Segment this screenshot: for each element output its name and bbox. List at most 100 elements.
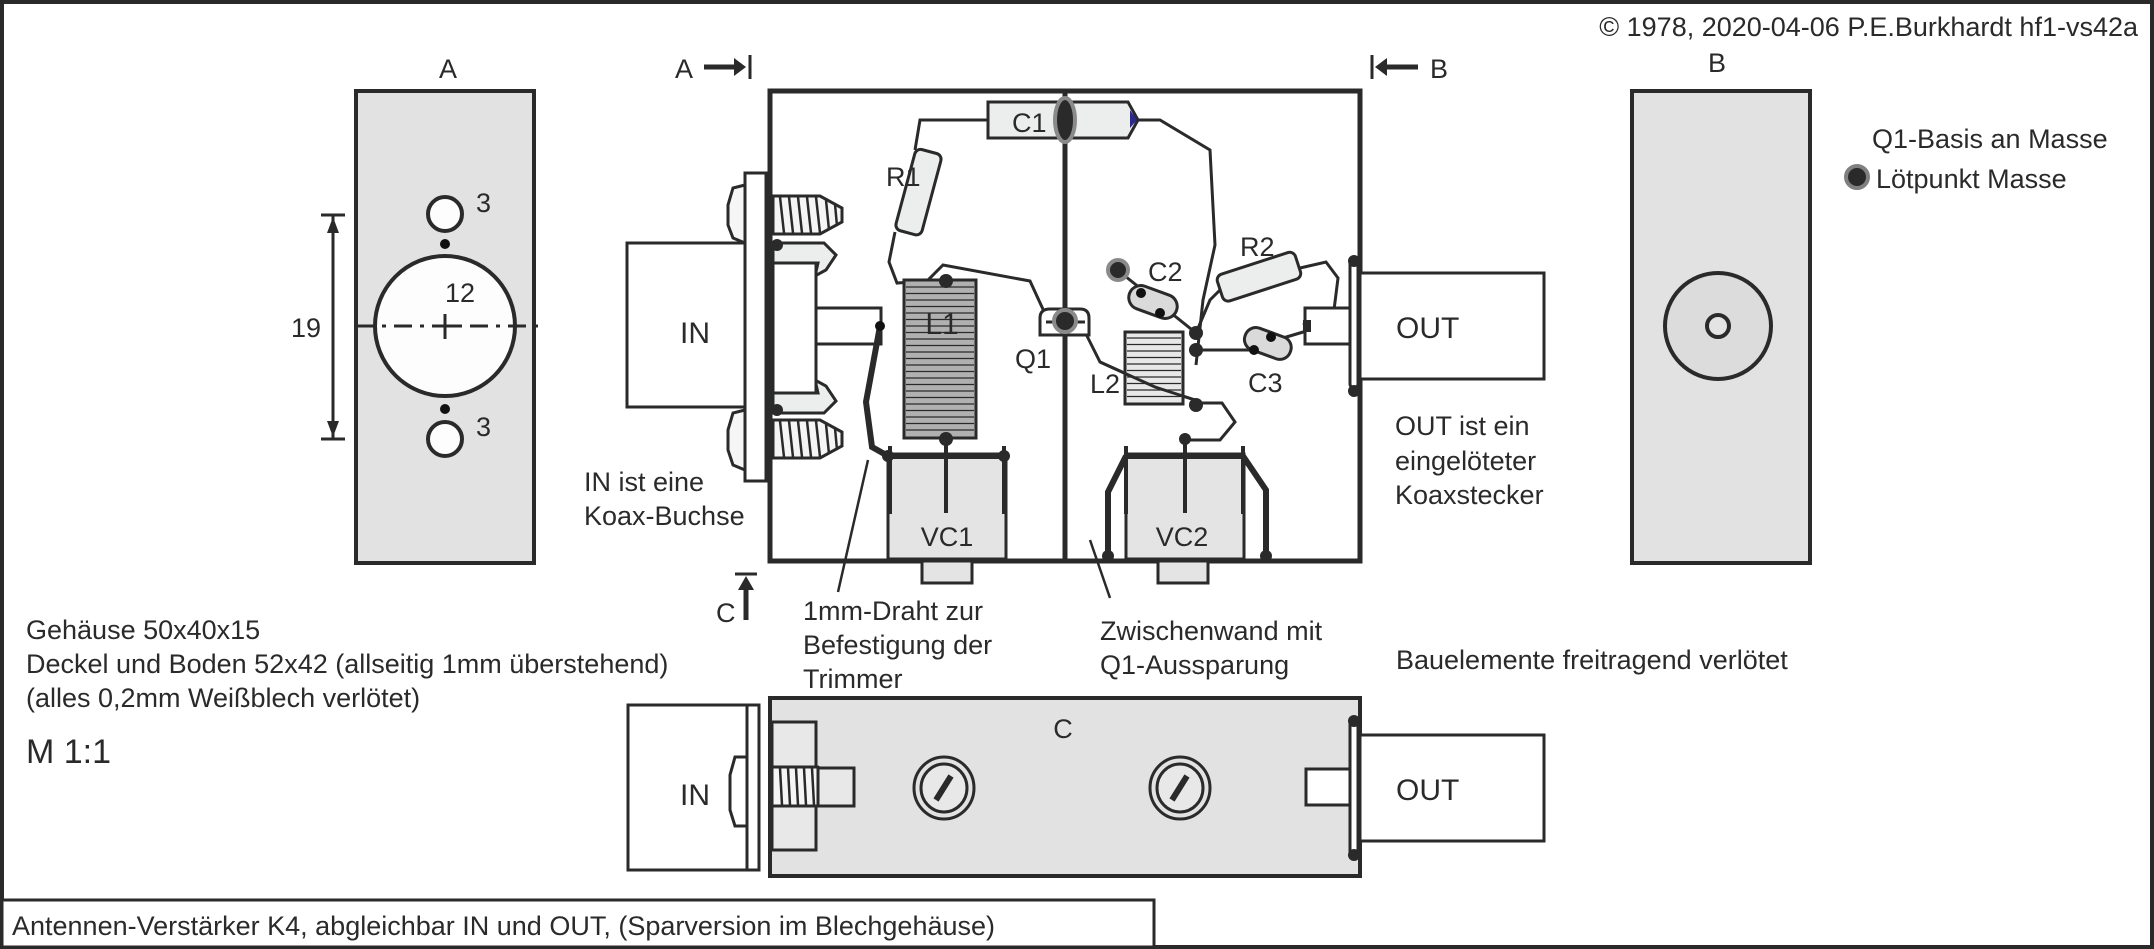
solder-point [771, 239, 783, 251]
solder-point [875, 321, 885, 331]
section-c-label: C [716, 598, 736, 628]
view-b: B [1630, 48, 1812, 565]
housing-notes: Gehäuse 50x40x15 Deckel und Boden 52x42 … [26, 615, 668, 771]
trimmer-vc1: VC1 [886, 439, 1008, 585]
c1-ground-solder-point [1053, 96, 1077, 144]
resistor-r2 [1215, 250, 1303, 303]
housing-note-1: Gehäuse 50x40x15 [26, 615, 260, 645]
section-marker-a: A [675, 54, 752, 84]
nut-bottom [726, 408, 747, 473]
solder-point [1189, 398, 1203, 412]
solder-point-icon [1844, 164, 1870, 190]
l2-label: L2 [1090, 369, 1120, 399]
view-c-trimmer-vc2-screw [1148, 755, 1212, 821]
leader-wire-note [836, 459, 870, 593]
solder-point [1348, 849, 1360, 861]
view-c-in-body [626, 703, 749, 872]
wire-r2-junction [1194, 286, 1224, 334]
view-c-out-label: OUT [1396, 774, 1459, 807]
view-c-out-body [1358, 733, 1546, 843]
note-wire-line3: Trimmer [803, 664, 902, 694]
c1-label: C1 [1012, 108, 1047, 138]
solder-point [1189, 343, 1203, 357]
section-a-arrow-icon [734, 58, 746, 76]
nut-top [726, 183, 747, 246]
mounting-hole-bottom [426, 420, 464, 458]
solder-point [1179, 433, 1191, 445]
c1-polarity-marker [1130, 110, 1137, 128]
view-c-out-pin [1304, 767, 1352, 807]
coil-l1: L1 [902, 278, 978, 440]
c2-label: C2 [1148, 257, 1183, 287]
c2-ground-point [1106, 258, 1130, 282]
section-a-label: A [675, 54, 693, 84]
solder-point [1348, 255, 1360, 267]
view-c-in-flange [745, 703, 761, 872]
wire-c1-r1 [913, 118, 990, 151]
connector-face-pin [1705, 313, 1731, 339]
dimension-label: 19 [291, 313, 321, 343]
l1-label: L1 [925, 308, 958, 341]
view-a: A 3 12 3 19 [291, 54, 540, 565]
section-c-arrow-icon [738, 576, 754, 590]
resistor-r1 [894, 147, 943, 237]
solder-point [1260, 550, 1272, 562]
solder-point [1266, 332, 1276, 342]
q1-label: Q1 [1015, 344, 1051, 374]
housing-note-2: Deckel und Boden 52x42 (allseitig 1mm üb… [26, 649, 668, 679]
in-connector-flange [743, 171, 768, 483]
screwdriver-slot-icon [1169, 774, 1190, 802]
solder-point [1102, 550, 1114, 562]
view-c-out-flange [1348, 716, 1360, 860]
section-b-label: B [1430, 54, 1448, 84]
mounting-wire-vc2-right [1240, 454, 1269, 556]
note-out-line1: OUT ist ein [1395, 411, 1530, 441]
drawing-title: Antennen-Verstärker K4, abgleichbar IN u… [12, 911, 995, 941]
view-c-trimmer-vc1-screw [912, 755, 976, 821]
solder-point [1348, 385, 1360, 397]
main-view: IN [584, 88, 1546, 694]
note-wire-line1: 1mm-Draht zur [803, 596, 983, 626]
out-connector-body [1358, 271, 1546, 381]
out-connector-pin [1303, 306, 1352, 346]
center-hole-label: 12 [445, 278, 475, 308]
note-in-line2: Koax-Buchse [584, 501, 745, 531]
wire-c1-right [1138, 118, 1217, 366]
section-marker-b: B [1370, 54, 1448, 84]
section-b-arrow-icon [1375, 58, 1387, 76]
note-wall-line1: Zwischenwand mit [1100, 616, 1323, 646]
solder-point [771, 404, 783, 416]
r2-label: R2 [1240, 232, 1275, 262]
in-connector-label: IN [680, 317, 710, 350]
view-c-title: C [1053, 714, 1073, 744]
screwdriver-slot-icon [933, 774, 954, 802]
solder-point [1189, 326, 1203, 340]
note-out-line2: eingelöteter [1395, 446, 1536, 476]
dimension-arrow-top [327, 217, 339, 233]
coil-l2 [1123, 330, 1185, 406]
view-c-in-nut [728, 755, 749, 828]
legend-q1-base: Q1-Basis an Masse [1872, 124, 2108, 154]
r1-label: R1 [886, 162, 921, 192]
copyright-text: © 1978, 2020-04-06 P.E.Burkhardt hf1-vs4… [1599, 12, 2139, 42]
legend: Q1-Basis an Masse Lötpunkt Masse [1844, 124, 2108, 194]
out-pin-solder [1303, 320, 1311, 332]
note-wall-line2: Q1-Aussparung [1100, 650, 1289, 680]
screw-top [771, 194, 844, 236]
legend-solder-point: Lötpunkt Masse [1876, 164, 2067, 194]
vc2-label: VC2 [1156, 522, 1209, 552]
housing-note-3: (alles 0,2mm Weißblech verlötet) [26, 683, 420, 713]
q1-base-ground-point [1052, 308, 1078, 334]
components-note: Bauelemente freitragend verlötet [1396, 645, 1788, 675]
solder-point [998, 450, 1010, 462]
mounting-hole-top [426, 195, 464, 233]
mounting-wire-vc1 [862, 325, 890, 459]
view-c-in-label: IN [680, 779, 710, 812]
view-b-title: B [1708, 48, 1726, 78]
dimension-arrow-bottom [327, 421, 339, 437]
screw-bottom [771, 418, 844, 460]
hole-marker-top [440, 239, 450, 249]
in-socket-inner [771, 261, 818, 395]
note-out-line3: Koaxstecker [1395, 480, 1544, 510]
